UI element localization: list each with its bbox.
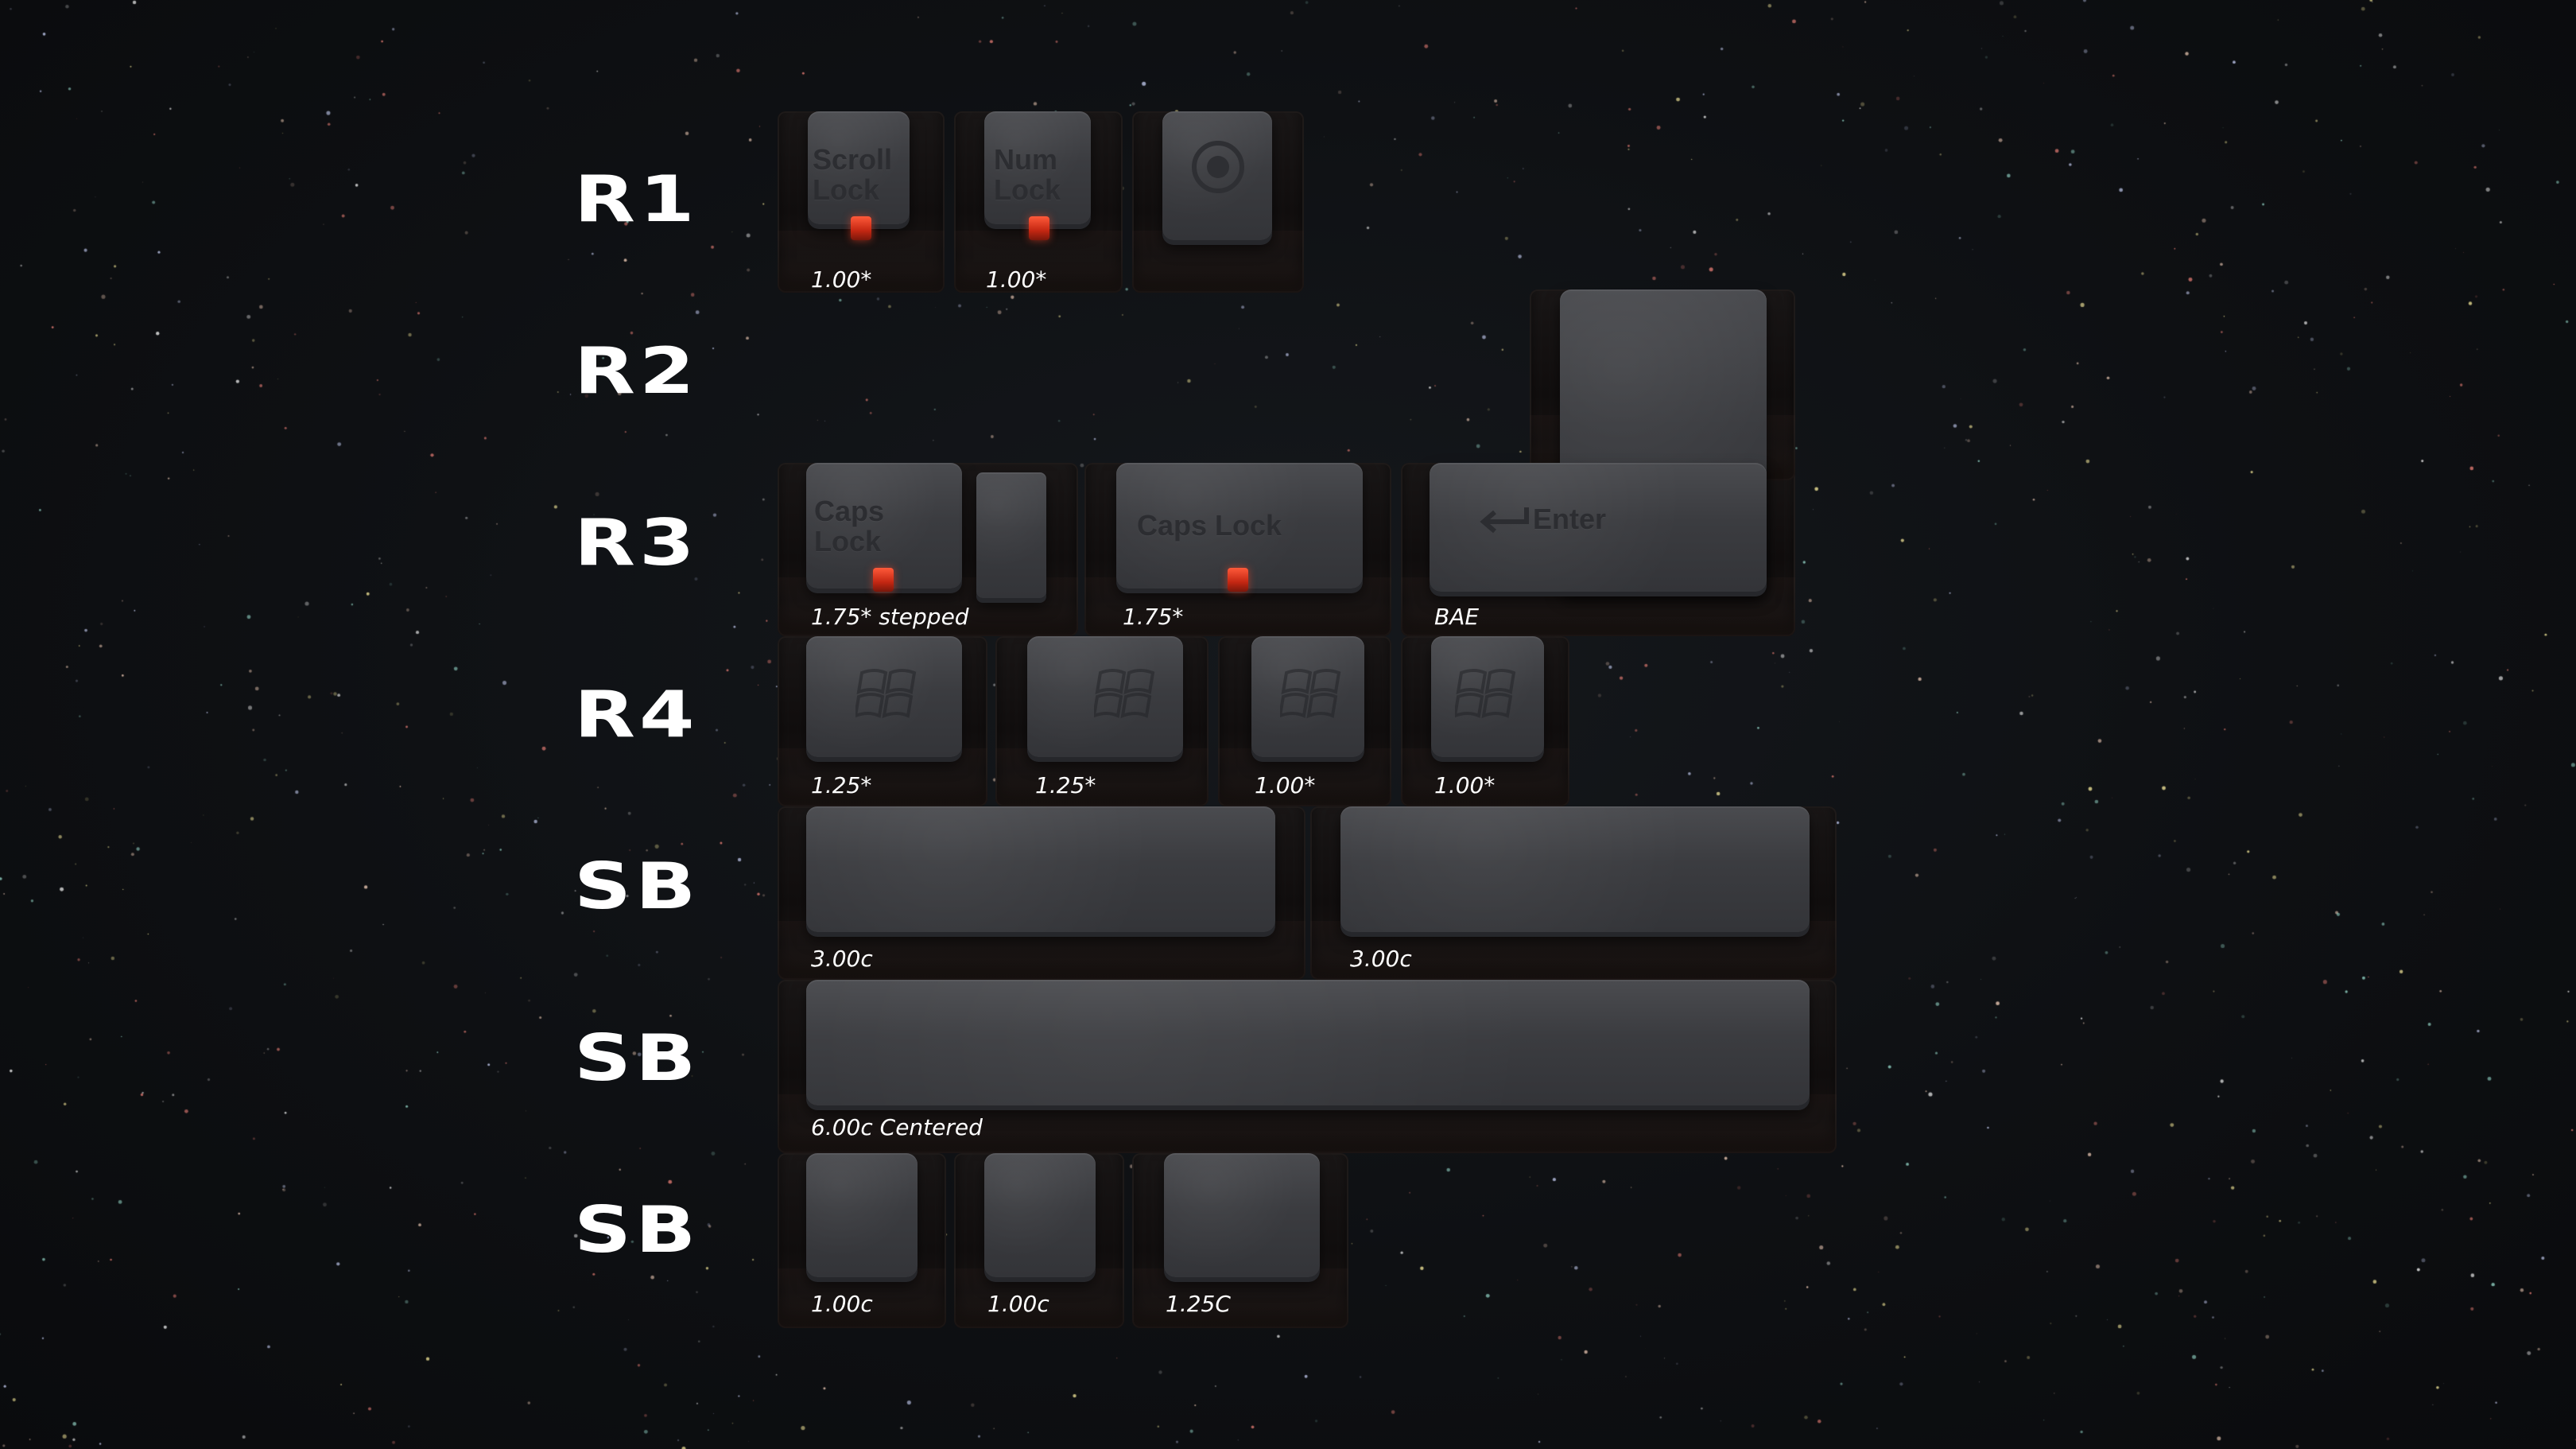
size-label: BAE [1434,604,1480,630]
keycap-spacebar-3u-b: 3.00c [1310,806,1837,980]
keycap-step [976,472,1046,598]
led-indicator [851,216,871,240]
row-label-r1: R1 [574,162,699,236]
row-label-r3: R3 [574,506,699,580]
keycap-top: Caps Lock [1116,463,1363,589]
key-legend: Enter [1533,503,1607,535]
keycap-blank-emblem [1132,111,1304,293]
size-label: 3.00c [1350,946,1412,972]
round-emblem-icon [1192,141,1244,193]
size-label: 1.00* [811,266,872,293]
keycap-scroll-lock: Scroll Lock 1.00* [778,111,945,293]
keycap-top [806,806,1275,932]
keycap-spacebar-6u: 6.00c Centered [778,980,1837,1153]
size-label: 1.25C [1166,1291,1231,1317]
keycap-caps-lock: Caps Lock 1.75* [1084,463,1391,636]
size-label: 1.00* [986,266,1047,293]
keycap-top: Num Lock [984,111,1091,224]
keycap-top [1431,636,1544,757]
row-label-r4: R4 [574,678,699,752]
size-label: 1.75* stepped [811,604,969,630]
size-label: 1.25* [811,772,872,798]
size-label: 1.00* [1255,772,1316,798]
key-legend: Scroll Lock [813,143,893,206]
keycap-win-100-a: 1.00* [1218,636,1391,806]
led-indicator [1029,216,1049,240]
size-label: 6.00c Centered [811,1114,983,1140]
keycap-spacebar-3u-a: 3.00c [778,806,1305,980]
keycap-1u-a: 1.00c [778,1153,946,1328]
keycap-win-125-a: 1.25* [778,636,987,806]
keycap-top [1027,636,1183,757]
keycap-top [1162,111,1272,240]
key-legend: Caps Lock [1137,509,1282,542]
windows-logo-icon [1455,669,1516,719]
windows-logo-icon [855,669,917,719]
keycap-125u: 1.25C [1132,1153,1348,1328]
led-indicator [1228,568,1248,592]
key-legend: Num Lock [994,143,1061,206]
keycap-top: Scroll Lock [808,111,910,224]
size-label: 1.75* [1123,604,1184,630]
windows-logo-icon [1094,669,1155,719]
row-label-r2: R2 [574,334,699,408]
keycap-top [806,636,962,757]
keycap-top [1164,1153,1320,1277]
keycap-caps-lock-stepped: Caps Lock 1.75* stepped [778,463,1078,636]
row-label-sb-3: SB [574,1193,700,1267]
size-label: 3.00c [811,946,873,972]
keycap-num-lock: Num Lock 1.00* [954,111,1123,293]
size-label: 1.00c [987,1291,1049,1317]
row-label-sb-2: SB [574,1021,700,1095]
keycap-win-125-b: 1.25* [995,636,1208,806]
keycap-top [1251,636,1364,757]
keycap-top [984,1153,1096,1277]
keycap-1u-b: 1.00c [954,1153,1124,1328]
row-label-sb-1: SB [574,849,700,923]
windows-logo-icon [1280,669,1341,719]
keycap-top [806,1153,918,1277]
keycap-top [1340,806,1810,932]
keycap-top: Caps Lock [806,463,962,589]
size-label: 1.00c [811,1291,873,1317]
keycap-top [806,980,1810,1105]
enter-arrow-icon [1480,507,1529,534]
keycap-bae-top-lower: Enter [1430,463,1767,592]
size-label: 1.00* [1434,772,1496,798]
key-legend: Caps Lock [814,495,885,557]
size-label: 1.25* [1035,772,1096,798]
keycap-win-100-b: 1.00* [1401,636,1569,806]
led-indicator [873,568,894,592]
